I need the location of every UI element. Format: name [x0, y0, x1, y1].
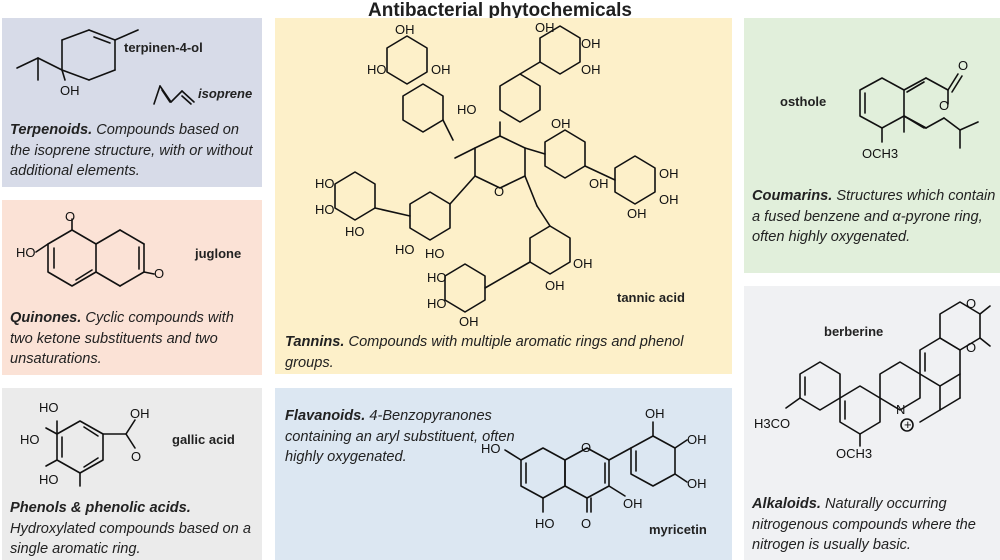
myricetin-structure: O HO HO O OH OH OH OH	[481, 406, 707, 531]
osthole-structure: O O OCH3	[859, 58, 979, 161]
quinones-text: Cyclic compounds with two ketone substit…	[10, 310, 234, 367]
ho-label-6: HO	[395, 242, 415, 257]
h3co-label: H3CO	[754, 416, 790, 431]
oh-label-c: OH	[623, 496, 643, 511]
ring-o-label: O	[939, 98, 949, 113]
quinones-panel: O O HO juglone Quinones. Cyclic compound…	[2, 200, 262, 375]
berberine-structure: O O N + H3CO OCH3	[754, 296, 991, 461]
gallic-acid-name: gallic acid	[172, 432, 235, 447]
oh-label-e: OH	[687, 432, 707, 447]
ho-label-9: HO	[427, 296, 447, 311]
ho-label-2: HO	[457, 102, 477, 117]
tannins-description: Tannins. Compounds with multiple aromati…	[285, 332, 725, 373]
coumarins-heading: Coumarins.	[752, 188, 833, 204]
berberine-name: berberine	[824, 324, 884, 339]
alkaloids-text: Naturally occurring nitrogenous compound…	[752, 496, 976, 553]
terpenoids-heading: Terpenoids.	[10, 122, 93, 138]
oh-label-9: OH	[659, 192, 679, 207]
charge-label: +	[904, 417, 912, 432]
terpinen-4-ol-structure: OH	[16, 29, 139, 98]
flavanoids-heading: Flavanoids.	[285, 408, 366, 424]
phenols-panel: HO HO HO OH O gallic acid Phenols & phen…	[2, 388, 262, 560]
carbonyl-o-label: O	[958, 58, 968, 73]
carbonyl-o-label: O	[65, 209, 75, 224]
hydroxyl-label: OH	[60, 83, 80, 98]
oh-label-2: OH	[431, 62, 451, 77]
hydroxyl-mid-label: HO	[20, 432, 40, 447]
phenols-description: Phenols & phenolic acids. Hydroxylated c…	[10, 498, 260, 560]
gallic-acid-structure: HO HO HO OH O	[20, 400, 150, 487]
tannins-text: Compounds with multiple aromatic rings a…	[285, 334, 684, 371]
figure-title: Antibacterial phytochemicals	[368, 0, 632, 21]
coumarins-text: Structures which contain a fused benzene…	[752, 188, 996, 245]
oh-label-d: OH	[645, 406, 665, 421]
hydroxyl-bottom-label: HO	[39, 472, 59, 487]
juglone-structure: O O HO	[16, 209, 164, 287]
oh-label-12: OH	[545, 278, 565, 293]
juglone-name: juglone	[195, 246, 242, 261]
ho-label-b: HO	[535, 516, 555, 531]
oh-label-5: OH	[581, 62, 601, 77]
carbonyl-o-label: O	[581, 516, 591, 531]
oh-label-f: OH	[687, 476, 707, 491]
och3-label: OCH3	[836, 446, 872, 461]
tannins-panel: O HO OH OH HO OH OH OH	[275, 18, 732, 374]
ring-o-label: O	[581, 440, 591, 455]
isoprene-structure	[153, 85, 195, 105]
ho-label-8: HO	[427, 270, 447, 285]
ho-label-1: HO	[367, 62, 387, 77]
hydroxyl-top-label: HO	[39, 400, 59, 415]
osthole-name: osthole	[780, 94, 827, 109]
acid-oh-label: OH	[130, 406, 150, 421]
oh-label-11: OH	[573, 256, 593, 271]
oh-label-1: OH	[395, 22, 415, 37]
tannic-acid-name: tannic acid	[617, 290, 685, 305]
phenols-text: Hydroxylated compounds based on a single…	[10, 520, 251, 558]
methoxy-label: OCH3	[862, 146, 898, 161]
ho-label-7: HO	[425, 246, 445, 261]
myricetin-name: myricetin	[649, 522, 707, 537]
alkaloids-description: Alkaloids. Naturally occurring nitrogeno…	[752, 494, 996, 556]
oh-label-10: OH	[627, 206, 647, 221]
flavanoids-description: Flavanoids. 4-Benzopyranones containing …	[285, 406, 535, 468]
flavanoids-panel: Flavanoids. 4-Benzopyranones containing …	[275, 388, 732, 560]
nitrogen-label: N	[896, 402, 905, 417]
isoprene-name: isoprene	[198, 86, 253, 101]
oh-label-6: OH	[551, 116, 571, 131]
quinones-description: Quinones. Cyclic compounds with two keto…	[10, 308, 260, 370]
acid-o-label: O	[131, 449, 141, 464]
alkaloids-heading: Alkaloids.	[752, 496, 821, 512]
ho-label-4: HO	[315, 202, 335, 217]
flavanoids-text: 4-Benzopyranones containing an aryl subs…	[285, 408, 515, 465]
coumarins-panel: O O OCH3 osthole Coumarins. Structures w…	[744, 18, 1000, 273]
coumarins-description: Coumarins. Structures which contain a fu…	[752, 186, 996, 248]
carbonyl-o2-label: O	[154, 266, 164, 281]
alkaloids-panel: O O N + H3CO OCH3 berberine Alkaloids. N…	[744, 286, 1000, 560]
tannins-heading: Tannins.	[285, 334, 345, 350]
ho-label-5: HO	[345, 224, 365, 239]
terpenoids-text: Compounds based on the isoprene structur…	[10, 122, 253, 179]
ho-label-3: HO	[315, 176, 335, 191]
ho-label-a: HO	[481, 441, 501, 456]
oh-label-13: OH	[459, 314, 479, 329]
quinones-heading: Quinones.	[10, 310, 82, 326]
tannic-acid-structure: O HO OH OH HO OH OH OH	[315, 20, 679, 329]
terpinen-4-ol-name: terpinen-4-ol	[124, 40, 203, 55]
oh-label-4: OH	[581, 36, 601, 51]
hydroxyl-label: HO	[16, 245, 36, 260]
dioxole-o-bottom-label: O	[966, 340, 976, 355]
dioxole-o-top-label: O	[966, 296, 976, 311]
oh-label-8: OH	[659, 166, 679, 181]
phenols-heading: Phenols & phenolic acids.	[10, 500, 191, 516]
terpenoids-panel: OH terpinen-4-ol isoprene Terpenoids. Co…	[2, 18, 262, 187]
oh-label-3: OH	[535, 20, 555, 35]
oh-label-7: OH	[589, 176, 609, 191]
terpenoids-description: Terpenoids. Compounds based on the isopr…	[10, 120, 260, 182]
ring-oxygen-label: O	[494, 184, 504, 199]
